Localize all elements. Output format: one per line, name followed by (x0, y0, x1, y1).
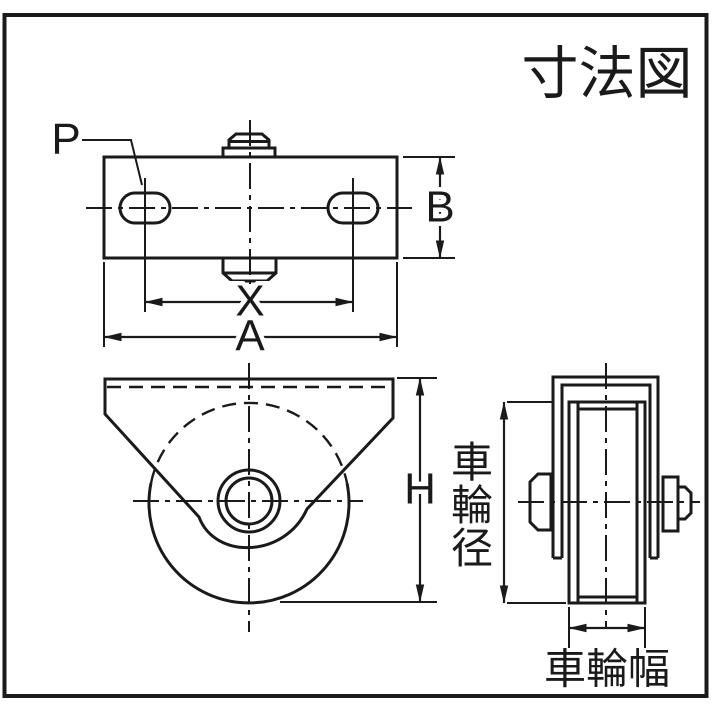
label-h: H (404, 465, 436, 514)
axle-bolt-head (528, 472, 553, 532)
label-x: X (235, 277, 264, 326)
label-a: A (235, 312, 265, 361)
front-view (103, 363, 395, 632)
label-b: B (425, 183, 454, 232)
bolt-flange-top (221, 146, 277, 157)
dim-plate-width: A (103, 262, 398, 365)
dim-plate-depth: B (403, 156, 459, 259)
leader-line-p (82, 139, 143, 186)
drawing-title: 寸法図 (522, 41, 693, 107)
dim-hole-pitch: X (144, 272, 354, 330)
axle-thread-end (676, 485, 693, 521)
dim-wheel-diameter: 車輪径 (451, 401, 566, 604)
top-view (86, 120, 412, 312)
side-view (518, 363, 700, 628)
label-wheel-width: 車輪幅 (544, 645, 670, 694)
dim-mounting-hole: P (47, 110, 143, 186)
label-wheel-diameter: 車輪径 (451, 438, 493, 573)
wheel-circle-hidden (149, 401, 349, 484)
label-p: P (51, 115, 80, 164)
dim-wheel-width: 車輪幅 (544, 607, 670, 694)
dim-overall-height: H (280, 377, 440, 603)
drawing-border (2, 13, 709, 698)
bracket-outline (103, 377, 395, 549)
